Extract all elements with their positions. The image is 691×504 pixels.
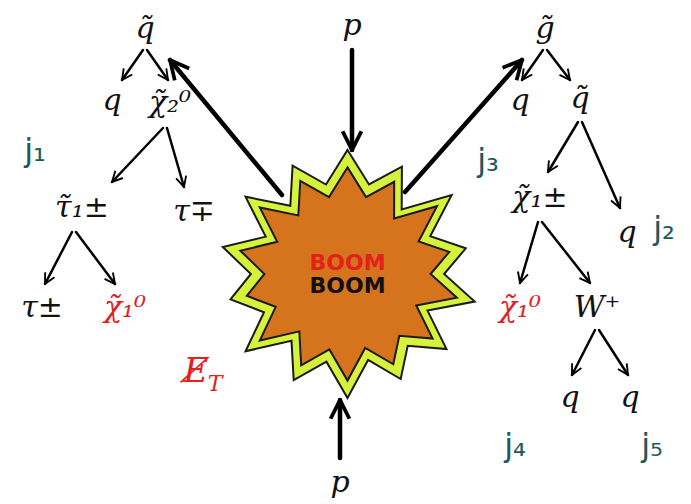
decay-arrow xyxy=(572,330,595,375)
boom-word: BOOM xyxy=(309,251,385,274)
decay-arrow xyxy=(122,50,143,80)
stau: τ̃₁± xyxy=(55,192,109,222)
proton-arrow xyxy=(350,50,355,150)
quark: q xyxy=(617,217,636,247)
w-boson: W⁺ xyxy=(574,292,621,322)
gluino: g̃ xyxy=(535,13,554,43)
decay-arrow xyxy=(520,222,538,283)
squark: q̃ xyxy=(570,83,589,113)
explosion: BOOMBOOM xyxy=(215,148,480,400)
decay-arrow xyxy=(547,50,570,80)
squark: q̃ xyxy=(135,13,154,43)
chargino: χ̃₁± xyxy=(512,182,567,212)
decay-arrow xyxy=(167,128,184,187)
decay-arrow xyxy=(542,222,590,283)
quark: q xyxy=(620,382,639,412)
tau: τ∓ xyxy=(173,196,215,226)
decay-arrow xyxy=(147,50,168,80)
neutralino: χ̃₂⁰ xyxy=(149,87,191,117)
explosion-outer xyxy=(223,150,475,398)
lsp: χ̃₁⁰ xyxy=(499,292,541,322)
missing-energy-subscript: T xyxy=(208,373,223,395)
decay-arrow xyxy=(76,232,115,284)
proton: p xyxy=(330,467,349,497)
jet-label: j₄ xyxy=(504,429,526,461)
proton: p xyxy=(342,10,361,40)
decay-arrow xyxy=(522,50,543,80)
explosion-inner xyxy=(240,167,457,380)
boom-word: BOOM xyxy=(309,274,385,297)
jet-label: j₅ xyxy=(641,429,663,461)
jet-label: j₁ xyxy=(24,134,46,166)
decay-arrow xyxy=(45,232,72,284)
missing-energy: E̸ xyxy=(184,353,209,387)
tau: τ± xyxy=(21,292,63,322)
decay-arrow xyxy=(599,330,628,375)
jet-label: j₃ xyxy=(477,144,499,176)
quark: q xyxy=(102,85,121,115)
jet-label: j₂ xyxy=(653,212,675,244)
quark: q xyxy=(560,382,579,412)
explosion-text: BOOMBOOM xyxy=(215,148,480,400)
proton-arrow xyxy=(338,400,343,458)
decay-arrow xyxy=(112,128,163,182)
lsp: χ̃₁⁰ xyxy=(104,292,146,322)
quark: q xyxy=(510,85,529,115)
decay-arrow xyxy=(582,122,620,208)
squark-arrow xyxy=(170,60,282,195)
gluino-arrow xyxy=(405,60,522,192)
decay-arrow xyxy=(548,122,578,172)
